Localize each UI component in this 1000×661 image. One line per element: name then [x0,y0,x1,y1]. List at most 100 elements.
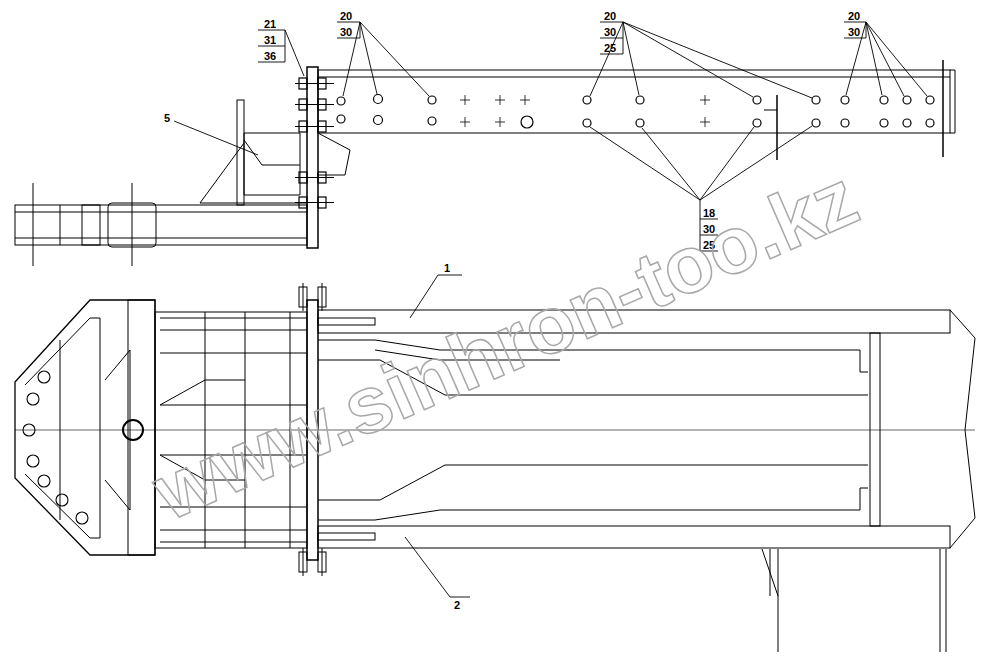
drawing-line [295,104,334,105]
drawing-line [15,212,307,213]
drawing-line [295,177,334,178]
drawing-line [521,116,533,128]
drawing-line [940,549,941,652]
drawing-line [200,203,307,204]
drawing-line [318,318,375,325]
drawing-line [15,300,155,555]
drawing-line [450,597,470,598]
callout-number: 30 [340,26,352,38]
drawing-line [38,475,50,487]
drawing-line [76,512,88,524]
drawing-line [15,430,975,431]
drawing-line [460,95,710,127]
drawing-line [950,70,955,133]
callout-number: 31 [264,34,276,46]
drawing-line [776,95,778,160]
drawing-line [33,183,34,266]
drawing-line [866,22,927,96]
drawing-line [623,22,753,97]
drawing-line [950,310,975,548]
drawing-line [15,205,307,245]
drawing-line [200,143,244,203]
drawing-line [322,283,323,311]
drawing-line [942,60,944,157]
drawing-line [285,30,304,76]
drawing-line [132,183,133,266]
drawing-line [82,205,100,245]
drawing-line [590,22,623,96]
drawing-line [460,117,710,127]
drawing-line [438,275,462,276]
drawing-line [322,548,323,576]
drawing-line [337,97,345,105]
drawing-line [318,465,868,500]
drawing-line [812,119,820,127]
drawing-line [764,110,777,111]
drawing-line [428,117,436,125]
drawing-line [846,22,866,95]
drawing-line [946,549,947,652]
drawing-line [318,526,950,548]
callout-number: 36 [264,50,276,62]
drawing-line [374,116,383,125]
drawing-line [360,22,377,94]
drawing-line [903,119,911,127]
drawing-line [303,548,304,576]
drawing-line [926,96,934,104]
drawing-line [318,77,950,78]
drawing-line [60,340,61,520]
drawing-line [237,100,244,205]
drawing-line [770,549,771,596]
drawing-line [295,126,334,127]
drawing-line [880,119,888,127]
drawing-line [880,96,888,104]
drawing-line [15,238,307,239]
drawing-line [841,119,849,127]
drawing-line [410,275,438,318]
drawing-line [623,22,639,95]
callout-number: 30 [848,26,860,38]
drawing-line [56,494,68,506]
drawing-line [295,78,334,208]
drawing-line [870,333,880,526]
drawing-line [295,83,334,84]
callout-number: 2 [454,599,460,611]
drawing-line [23,424,35,436]
drawing-line [583,96,591,104]
drawing-line [360,22,429,96]
drawing-line [841,96,849,104]
drawing-line [460,95,710,105]
drawing-line [623,22,812,98]
drawing-line [25,318,100,538]
callout-number: 20 [848,10,860,22]
drawing-line [762,549,778,596]
drawing-line [405,537,450,597]
drawing-line [374,95,383,104]
drawing-line [583,119,591,127]
drawing-line [778,549,779,652]
drawing-line [307,67,318,248]
drawing-line [318,133,350,150]
drawing-line [812,96,820,104]
drawing-line [636,96,644,104]
drawing-line [753,96,761,104]
drawing-line [428,96,436,104]
drawing-line [866,22,882,95]
drawing-line [105,350,130,510]
drawing-line [60,205,61,245]
callout-number: 20 [340,10,352,22]
callout-number: 25 [604,42,616,54]
drawing-line [318,488,868,520]
drawing-line [27,393,39,405]
drawing-line [318,533,375,540]
drawing-line [38,371,50,383]
drawing-line [600,22,623,54]
drawing-line [590,127,700,200]
callout-number: 20 [604,10,616,22]
drawing-line [337,115,345,123]
drawing-line [926,119,934,127]
drawing-line [903,96,911,104]
drawing-line [318,150,350,175]
drawing-line [753,119,761,127]
callout-number: 21 [264,18,276,30]
